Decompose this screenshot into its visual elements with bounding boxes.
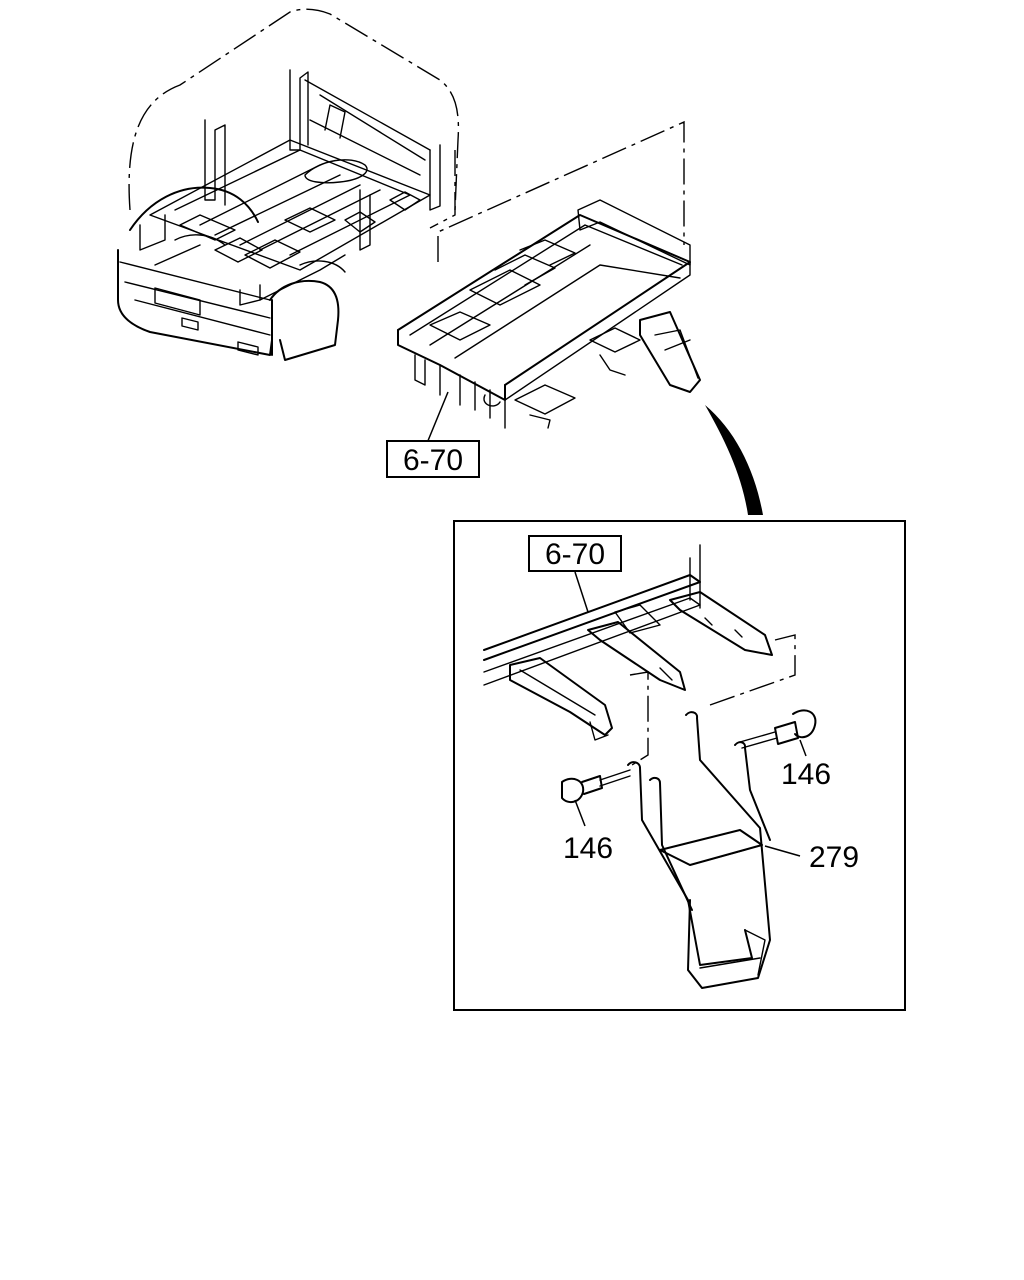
detail-frame (453, 520, 906, 1011)
callout-ref-detail-label: 6-70 (545, 538, 605, 571)
step-bracket-279 (627, 711, 771, 989)
chassis-frame-illustration (397, 120, 701, 429)
callout-ref-main-label: 6-70 (403, 444, 463, 477)
detail-view: 6-70 (453, 520, 906, 1011)
truck-cab-illustration (117, 8, 460, 361)
bolt-146-right: 146 (739, 709, 831, 791)
callout-ref-detail: 6-70 (528, 535, 622, 613)
callout-ref-main: 6-70 (386, 391, 480, 478)
callout-279-label: 279 (809, 841, 859, 874)
bolt-146-right-label: 146 (781, 758, 831, 791)
bolt-146-left-label: 146 (563, 832, 613, 865)
bolt-146-left: 146 (561, 769, 631, 865)
callout-279: 279 (764, 841, 859, 874)
detail-arrow (705, 405, 763, 515)
